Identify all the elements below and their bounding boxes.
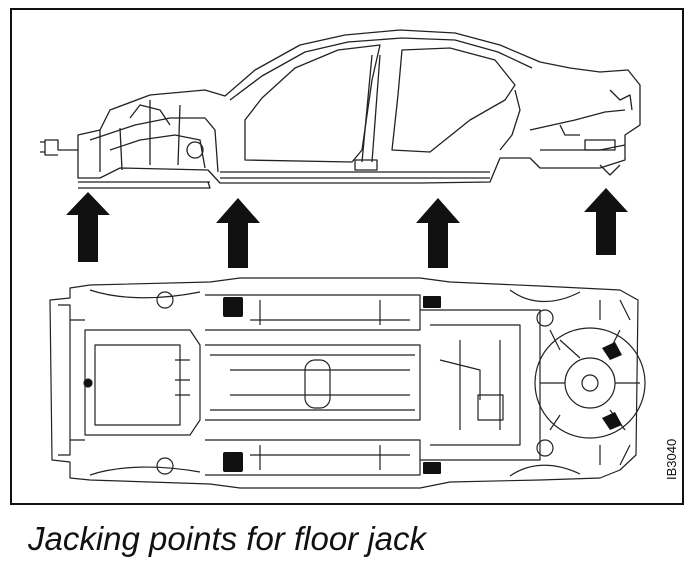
side-view-body — [40, 29, 641, 189]
underbody-view — [49, 277, 646, 489]
jacking-pad-front-right — [223, 452, 243, 472]
jack-arrow-rear-right — [584, 188, 628, 255]
jacking-pad-front-left — [223, 297, 243, 317]
tie-down-left — [602, 342, 622, 360]
rear-tie-downs — [602, 342, 622, 430]
jack-arrow-front — [216, 198, 260, 268]
tie-down-right — [602, 412, 622, 430]
jack-arrow-front-left — [66, 192, 110, 262]
jacking-pad-rear-left — [423, 296, 441, 308]
figure-frame — [10, 8, 684, 505]
figure-caption: Jacking points for floor jack — [28, 520, 427, 557]
jacking-pad-rear-right — [423, 462, 441, 474]
jack-arrow-rear — [416, 198, 460, 268]
figure-code: IB3040 — [664, 438, 679, 480]
jacking-pads — [223, 296, 441, 474]
jacking-arrows — [66, 188, 628, 268]
